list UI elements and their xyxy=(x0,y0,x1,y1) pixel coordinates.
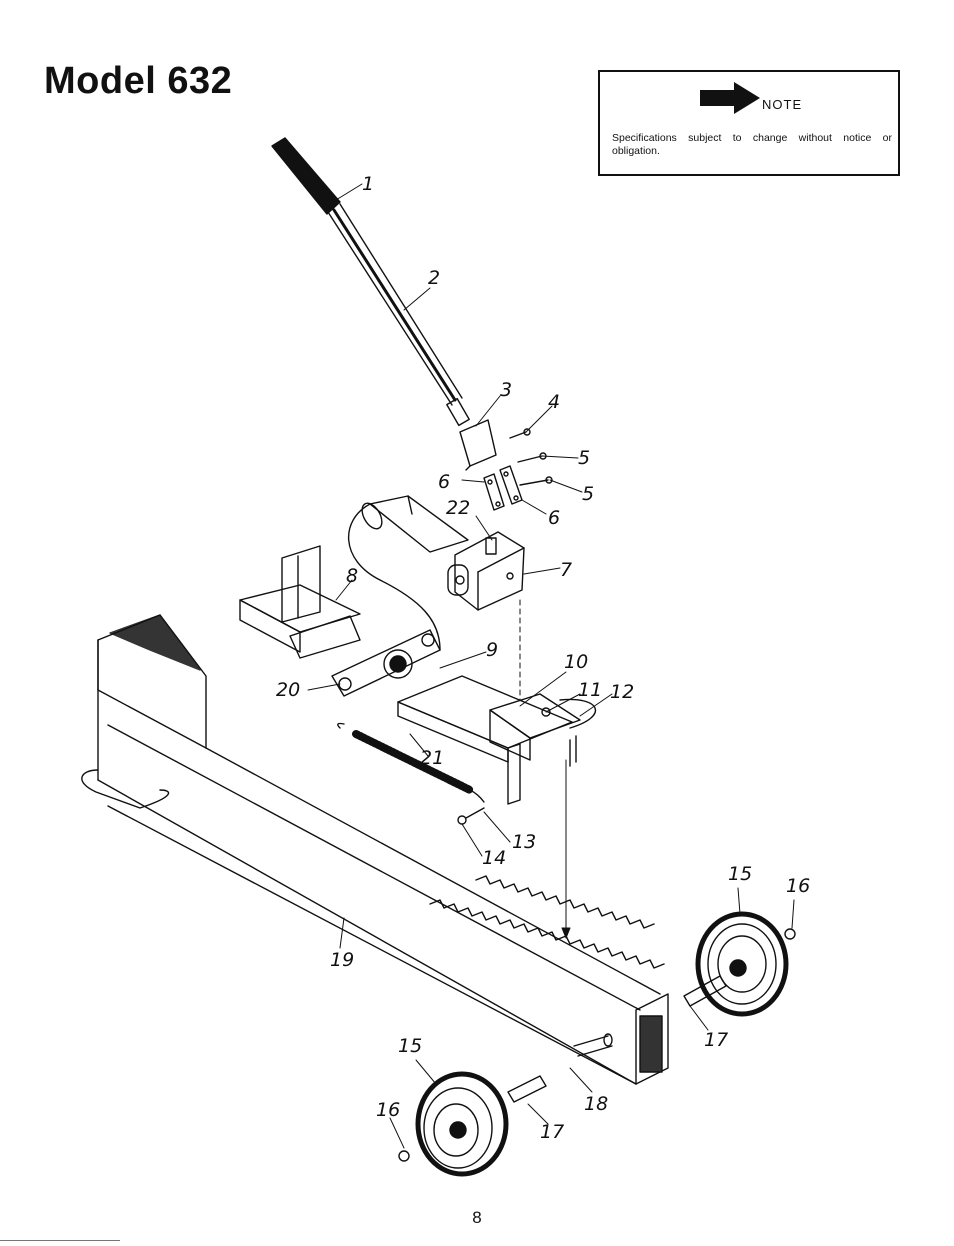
callout-6a: 6 xyxy=(438,471,450,493)
callout-7: 7 xyxy=(560,559,572,581)
axle xyxy=(507,975,727,1103)
pins-bolts xyxy=(509,428,553,486)
callout-11: 11 xyxy=(578,679,602,701)
callout-16b: 16 xyxy=(376,1099,400,1121)
callout-17a: 17 xyxy=(704,1029,728,1051)
callout-18: 18 xyxy=(584,1093,608,1115)
wheel-left xyxy=(415,1071,509,1177)
callout-16a: 16 xyxy=(786,875,810,897)
callout-15b: 15 xyxy=(398,1035,422,1057)
callout-4: 4 xyxy=(548,391,560,413)
handle-grip xyxy=(271,137,341,215)
callout-13: 13 xyxy=(512,831,536,853)
callout-1: 1 xyxy=(362,173,374,195)
note-text: Specifications subject to change without… xyxy=(612,132,892,157)
callout-6b: 6 xyxy=(548,507,560,529)
callout-3: 3 xyxy=(500,379,512,401)
callout-14: 14 xyxy=(482,847,506,869)
main-beam xyxy=(81,614,669,1085)
bottom-rule xyxy=(0,1240,120,1241)
hydraulic-pump xyxy=(347,495,525,651)
page-number: 8 xyxy=(472,1208,482,1227)
carriage-plate xyxy=(397,675,597,805)
handle-shaft xyxy=(327,203,470,427)
callout-20: 20 xyxy=(276,679,300,701)
callout-9: 9 xyxy=(486,639,498,661)
carriage-bolt xyxy=(457,807,485,825)
note-box: NOTE Specifications subject to change wi… xyxy=(598,70,900,176)
callout-10: 10 xyxy=(564,651,588,673)
callout-22: 22 xyxy=(446,497,470,519)
callout-21: 21 xyxy=(420,747,444,769)
link-plates xyxy=(483,465,523,511)
callout-2: 2 xyxy=(428,267,440,289)
nut-right xyxy=(784,928,796,940)
callout-5b: 5 xyxy=(582,483,594,505)
note-label: NOTE xyxy=(762,97,803,112)
page-title: Model 632 xyxy=(44,60,233,102)
callout-19: 19 xyxy=(330,949,354,971)
callout-15a: 15 xyxy=(728,863,752,885)
leader-lines xyxy=(307,183,795,1149)
callout-8: 8 xyxy=(346,565,358,587)
callout-5a: 5 xyxy=(578,447,590,469)
wheel-right xyxy=(695,911,789,1017)
nut-left xyxy=(398,1150,410,1162)
wedge-bracket xyxy=(239,545,361,659)
lever-arm xyxy=(331,629,441,697)
handle-socket xyxy=(459,419,497,471)
callout-12: 12 xyxy=(610,681,634,703)
note-arrow-icon xyxy=(700,82,760,114)
callout-17b: 17 xyxy=(540,1121,564,1143)
return-spring xyxy=(337,722,485,803)
